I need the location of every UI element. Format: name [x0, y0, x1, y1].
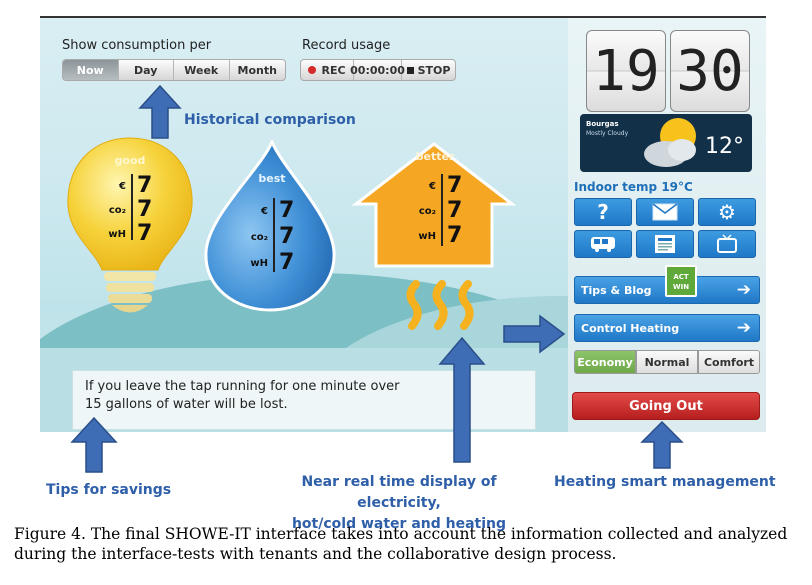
news-button[interactable]: [636, 230, 694, 258]
record-label: Record usage: [302, 38, 391, 53]
gear-icon: ⚙: [718, 200, 736, 224]
tab-month[interactable]: Month: [237, 63, 277, 77]
card-divider: [131, 174, 133, 240]
rec-button[interactable]: REC: [301, 60, 355, 80]
help-button[interactable]: ?: [574, 198, 632, 226]
stop-label: STOP: [417, 63, 451, 77]
clock-hours: 19: [586, 30, 666, 112]
settings-button[interactable]: ⚙: [698, 198, 756, 226]
record-controls: REC 00:00:00 STOP: [300, 59, 456, 81]
messages-button[interactable]: [636, 198, 694, 226]
indoor-temp: Indoor temp 19°C: [574, 180, 693, 194]
caption-line: Figure 4. The final SHOWE-IT interface t…: [14, 525, 788, 543]
better-wh-value: 7: [447, 223, 463, 248]
right-arrow-annotation: [503, 314, 566, 354]
good-co2-value: 7: [137, 197, 153, 222]
newspaper-icon: [655, 235, 675, 253]
going-out-button[interactable]: Going Out: [572, 392, 760, 420]
weather-city: Bourgas: [586, 120, 619, 128]
wh-symbol: wH: [108, 229, 126, 240]
stop-button[interactable]: STOP: [402, 60, 455, 80]
clock-minutes: 30: [670, 30, 750, 112]
tip-text: If you leave the tap running for one min…: [85, 378, 399, 414]
control-heating-label: Control Heating: [581, 321, 680, 335]
tab-now[interactable]: Now: [63, 60, 119, 80]
annotation-line: hot/cold water and heating: [291, 516, 507, 532]
historical-annotation: Historical comparison: [184, 112, 356, 128]
better-title: better: [415, 150, 455, 163]
consumption-label: Show consumption per: [62, 38, 212, 53]
best-title: best: [258, 172, 286, 185]
control-heating-button[interactable]: Control Heating ➔: [574, 314, 760, 342]
weather-widget: Bourgas Mostly Cloudy 12°: [580, 114, 752, 172]
lightbulb-icon[interactable]: [62, 134, 198, 324]
co2-symbol: co₂: [418, 206, 436, 217]
mode-comfort[interactable]: Comfort: [698, 350, 760, 374]
better-co2-value: 7: [447, 198, 463, 223]
period-selector: Now Day Week Month: [62, 59, 286, 81]
better-euro-value: 7: [447, 173, 463, 198]
badge-line: WIN: [672, 283, 690, 291]
tips-blog-button[interactable]: Tips & Blog ACT WIN ➔: [574, 265, 760, 304]
record-timer: 00:00:00: [350, 60, 405, 80]
tab-week[interactable]: Week: [174, 60, 230, 80]
good-title: good: [114, 154, 146, 167]
wh-symbol: wH: [418, 231, 436, 242]
record-dot-icon: [308, 66, 317, 74]
caption-line: during the interface-tests with tenants …: [14, 545, 617, 563]
card-divider: [273, 198, 275, 272]
heating-annotation: Heating smart management: [554, 474, 776, 490]
euro-symbol: €: [119, 181, 126, 192]
mode-normal[interactable]: Normal: [636, 350, 698, 374]
tv-icon: [717, 234, 737, 253]
tip-text-line: 15 gallons of water will be lost.: [85, 397, 288, 412]
realtime-annotation: Near real time display of electricity, h…: [270, 472, 528, 535]
rec-label: REC: [321, 63, 346, 77]
co2-symbol: co₂: [250, 232, 268, 243]
arrow-right-icon: ➔: [736, 280, 751, 300]
arrow-right-icon: ➔: [736, 318, 751, 338]
tip-text-line: If you leave the tap running for one min…: [85, 379, 400, 394]
water-drop-icon[interactable]: [200, 140, 340, 312]
weather-condition: Mostly Cloudy: [586, 130, 629, 137]
act-win-badge: ACT WIN: [665, 265, 697, 297]
good-wh-value: 7: [137, 221, 153, 246]
tv-button[interactable]: [698, 230, 756, 258]
tips-annotation: Tips for savings: [46, 482, 172, 498]
heat-waves-icon: [406, 280, 474, 330]
good-euro-value: 7: [137, 173, 153, 198]
tab-day[interactable]: Day: [119, 60, 174, 80]
question-mark-icon: ?: [597, 200, 609, 224]
badge-line: ACT: [673, 273, 689, 281]
co2-symbol: co₂: [108, 205, 126, 216]
envelope-icon: [652, 203, 678, 221]
tips-blog-label: Tips & Blog: [581, 283, 652, 297]
up-arrow-annotation: [438, 336, 486, 463]
weather-temperature: 12°: [705, 134, 744, 159]
best-co2-value: 7: [279, 224, 295, 249]
control-panel: 19 30 Bourgas Mostly Cloudy 12° Indoor t…: [568, 18, 766, 432]
euro-symbol: €: [261, 206, 268, 217]
wh-symbol: wH: [250, 258, 268, 269]
mode-economy[interactable]: Economy: [574, 350, 636, 374]
up-arrow-annotation: [138, 84, 182, 139]
bus-icon: [591, 237, 615, 252]
card-divider: [441, 174, 443, 246]
best-euro-value: 7: [279, 198, 295, 223]
up-arrow-annotation: [640, 420, 684, 469]
house-icon[interactable]: [352, 140, 516, 270]
cloudy-sun-icon: [644, 118, 696, 167]
euro-symbol: €: [429, 181, 436, 192]
app-screen: Show consumption per Now Day Week Month …: [40, 16, 766, 432]
best-wh-value: 7: [279, 250, 295, 275]
stop-square-icon: [406, 66, 414, 74]
up-arrow-annotation: [70, 416, 118, 473]
annotation-line: Near real time display of electricity,: [301, 474, 497, 511]
figure-caption: Figure 4. The final SHOWE-IT interface t…: [14, 524, 804, 564]
transport-button[interactable]: [574, 230, 632, 258]
